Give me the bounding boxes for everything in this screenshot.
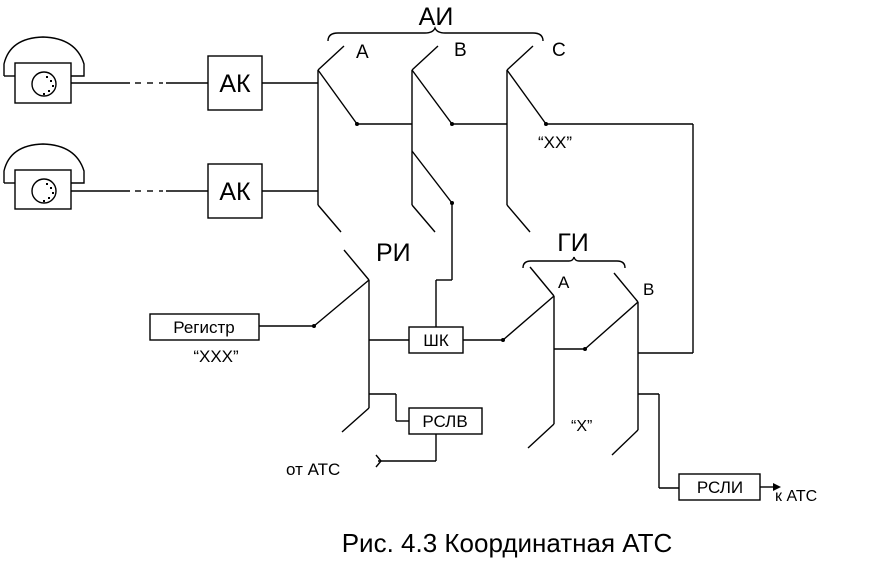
rsli-block: РСЛИ [678,473,761,501]
from-ats-label: от АТС [286,460,340,479]
ai-label: АИ [419,3,454,31]
shk-label: ШК [423,331,449,350]
gi-brace [522,256,626,269]
ri-label: РИ [376,239,411,267]
ai-switch-c-label: C [552,40,566,61]
ai-stage: АИ A B C “XX” [317,3,693,233]
ak-block-1: АК [207,55,263,111]
figure-caption: Рис. 4.3 Координатная АТС [342,528,673,558]
telephone-1 [3,36,208,104]
telephone-2 [3,143,208,210]
rotary-telephone-icon [3,36,85,104]
rsli-label: РСЛИ [697,478,743,497]
register-block: Регистр [149,313,260,341]
rslv-label: РСЛВ [422,412,467,431]
to-ats-label: к АТС [775,488,817,505]
incoming-line-icon [375,454,382,468]
gi-stage: ГИ A B “X” [501,229,654,456]
rslv-block: РСЛВ [408,407,483,435]
x-digit-label: “X” [571,418,592,435]
ak-block-2: АК [207,163,263,219]
gi-label: ГИ [557,229,589,257]
ri-stage: РИ [312,239,411,433]
gi-switch-a-label: A [558,273,570,292]
rotary-telephone-icon [3,143,85,210]
ai-switch-b-label: B [454,40,467,61]
gi-switch-b-label: B [643,280,654,299]
register-label: Регистр [173,318,234,337]
ak-label-2: АК [219,178,251,206]
xxx-digits-label: “XXX” [193,347,239,366]
outgoing-arrow-icon [773,483,781,491]
shk-block: ШК [408,326,464,354]
ai-brace [327,26,544,42]
ak-label-1: АК [219,70,251,98]
ai-switch-a-label: A [356,42,369,63]
xx-digits-label: “XX” [538,133,572,152]
